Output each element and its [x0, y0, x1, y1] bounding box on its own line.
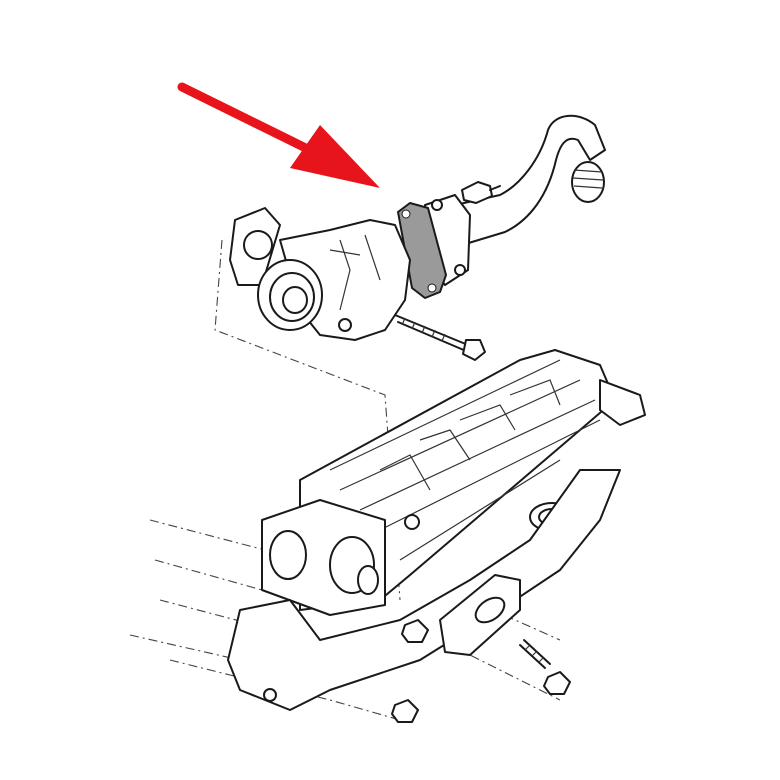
red-arrow-indicator [177, 82, 380, 188]
exhaust-manifold [227, 469, 621, 723]
egr-valve [229, 207, 486, 361]
egr-pipe [424, 114, 606, 286]
egr-gasket-plate [397, 202, 447, 299]
